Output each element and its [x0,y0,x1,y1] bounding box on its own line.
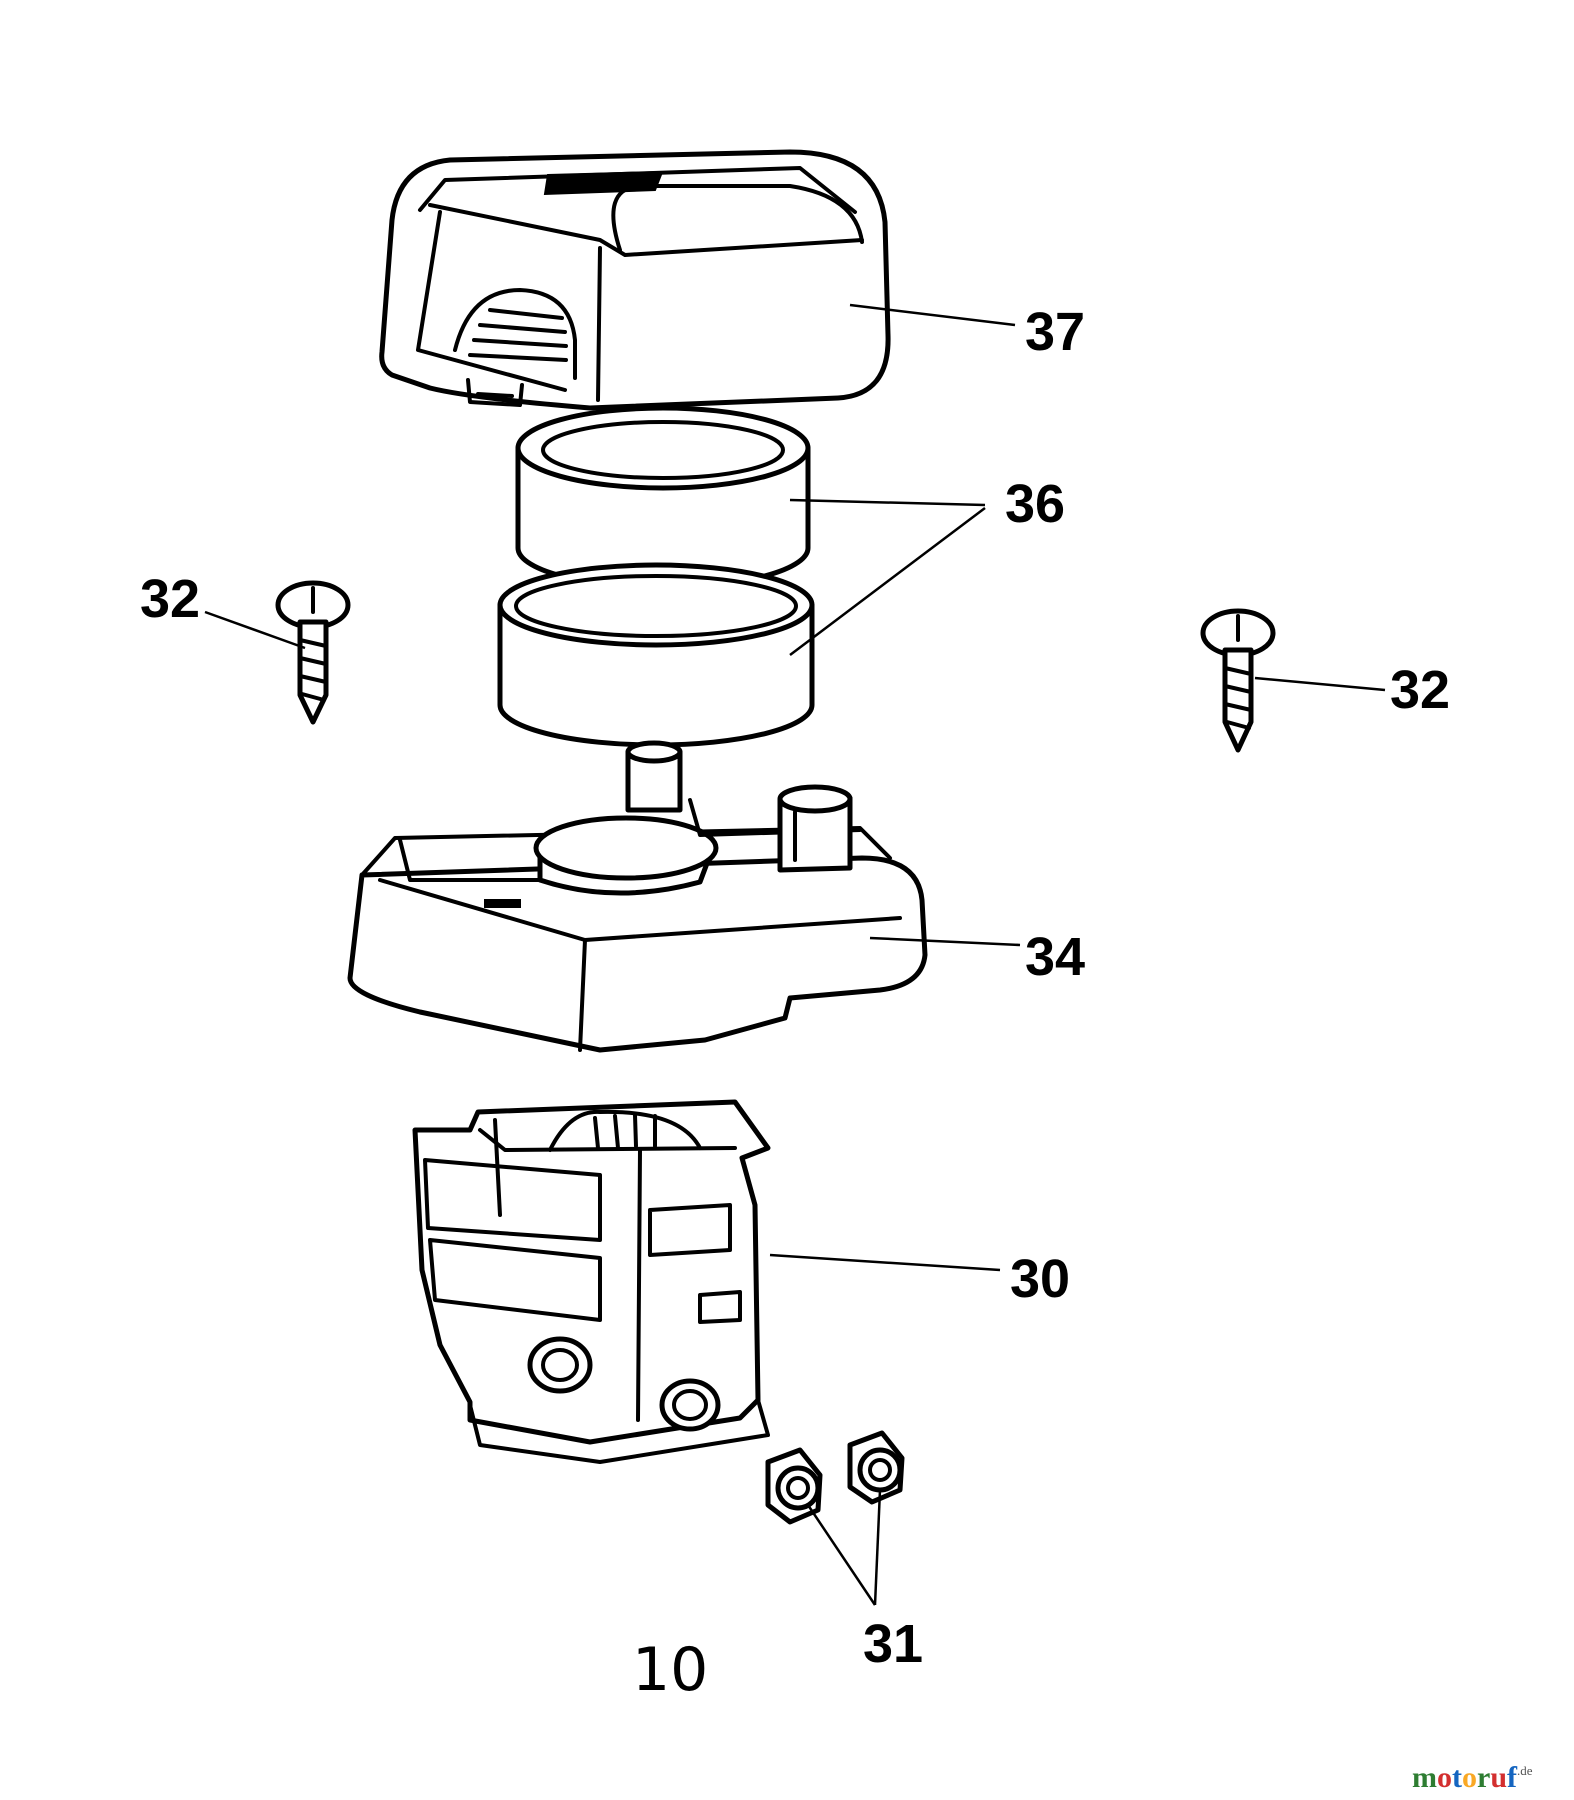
screw-left-part [275,580,351,725]
air-filter-cover-part [379,149,891,411]
watermark-letter: m [1412,1761,1437,1794]
nut-right-part [847,1430,905,1505]
callout-34: 34 [1025,927,1085,987]
leader-lines [204,303,1386,1606]
callout-32-right: 32 [1390,660,1450,720]
nut-left-part [765,1447,823,1525]
watermark-letter: f [1507,1761,1518,1794]
svg-text:motoruf.de: motoruf.de [1412,1761,1533,1794]
watermark-letter: u [1490,1761,1507,1794]
watermark-letter: r [1477,1761,1490,1794]
callout-36: 36 [1005,474,1065,534]
filter-base-part [347,740,928,1053]
callout-32-left: 32 [140,569,200,629]
watermark-letter: t [1452,1761,1462,1794]
page-number: 10 [632,1635,708,1705]
screw-right-part [1200,608,1276,753]
filter-elements-part [497,405,815,748]
callout-31: 31 [863,1614,923,1674]
air-filter-housing-part [412,1099,771,1464]
callout-37: 37 [1025,302,1085,362]
watermark-letter: o [1437,1761,1452,1794]
watermark-suffix: .de [1517,1763,1533,1778]
watermark-logo: motoruf.de [1412,1761,1533,1794]
callout-30: 30 [1010,1249,1070,1309]
watermark-letter: o [1462,1761,1477,1794]
callout-labels: 37 36 32 32 34 30 31 [140,302,1450,1674]
